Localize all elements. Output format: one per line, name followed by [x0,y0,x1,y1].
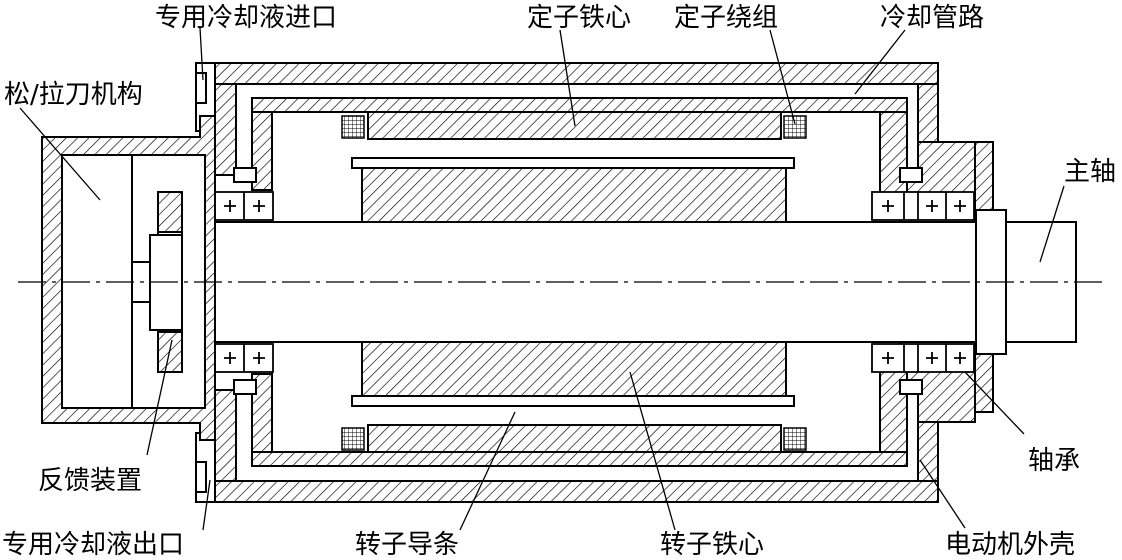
label-stator-winding: 定子绕组 [674,3,778,33]
label-feedback-device: 反馈装置 [38,466,142,496]
label-motor-housing: 电动机外壳 [945,530,1075,560]
clamp-mechanism [41,115,216,441]
label-coolant-outlet: 专用冷却液出口 [2,530,184,560]
label-rotor-core: 转子铁心 [660,530,764,560]
cooling-fittings [195,72,923,493]
label-spindle: 主轴 [1064,157,1116,187]
rotor-core [361,167,787,397]
label-cooling-pipe: 冷却管路 [880,3,984,33]
label-bearing: 轴承 [1028,446,1080,476]
label-stator-core: 定子铁心 [527,3,631,33]
cooling-jacket [251,97,908,467]
label-rotor-bar: 转子导条 [355,530,459,560]
label-clamp-mechanism: 松/拉刀机构 [4,80,143,110]
leader-lines [19,27,1065,531]
stator-winding [341,115,807,451]
label-coolant-inlet: 专用冷却液进口 [155,3,337,33]
bearing-plus-marks [224,200,966,364]
